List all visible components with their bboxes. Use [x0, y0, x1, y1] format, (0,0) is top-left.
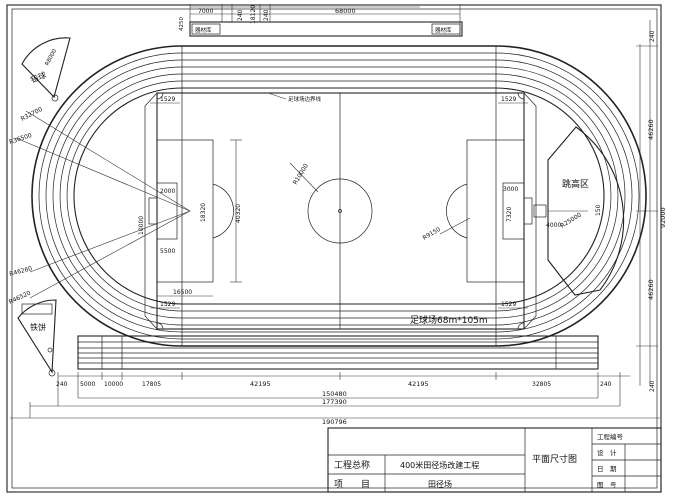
bottom-240-right: 240: [600, 381, 612, 388]
discus-label: 铁饼: [30, 322, 46, 332]
row-check-label: 日 期: [597, 465, 617, 473]
shot-put-sector: 铅球 R8000: [21, 37, 71, 102]
top-dimension-group: 7000 240 18120 240 68000 4250: [179, 4, 461, 36]
sheet-inner-border: [11, 8, 658, 489]
title-block: 工程总称 400米田径场改建工程 项 目 田径场 平面尺寸图 工程编号 设 计 …: [327, 427, 662, 493]
project-name-value: 400米田径场改建工程: [400, 460, 479, 470]
dim-16500-label: 16500: [173, 289, 192, 296]
top-building: 器材库 器材库: [189, 21, 463, 37]
dim-r46260-label: R46260: [9, 265, 33, 278]
dim-7320-label: 7320: [506, 207, 513, 222]
bottom-dimension-group: 240 5000 10000 17805 42195 42195 32805 2…: [10, 372, 660, 426]
bottom-150480: 150480: [322, 390, 347, 398]
right-penalty-dimensions: 3000 7320 4000 R9150: [422, 186, 562, 242]
dim-68000-label: 68000: [335, 7, 356, 15]
bottom-10000: 10000: [104, 381, 123, 388]
high-jump-label: 跳高区: [562, 178, 589, 190]
bottom-177390: 177390: [322, 398, 347, 406]
dim-150-label: 150: [595, 204, 602, 216]
right-dimension-group: 240 46260 92000 46260 240: [636, 20, 667, 392]
shot-put-dim-label: R8000: [44, 48, 58, 67]
project-name-label: 工程总称: [334, 459, 370, 471]
dim-2000-label: 2000: [160, 188, 175, 195]
drawing-no-label: 工程编号: [597, 432, 624, 441]
bottom-building: [21, 303, 53, 315]
corner-1529-tl: 1529: [160, 96, 175, 103]
shot-put-label: 铅球: [29, 70, 48, 85]
dim-240b-label: 240: [263, 9, 270, 21]
field-labels: 足球场边界线 足球场68m*105m R10000: [267, 92, 488, 326]
top-building-label-left: 器材库: [195, 26, 212, 34]
top-building-label-right: 器材库: [435, 26, 452, 34]
dim-r46520-label: R46520: [8, 290, 32, 306]
row-sheet-label: 图 号: [597, 481, 617, 489]
drawing-name: 平面尺寸图: [532, 453, 577, 465]
discus-sector: 铁饼: [17, 299, 57, 377]
dim-18320-label: 18320: [200, 203, 207, 222]
dim-r32700-label: R32700: [20, 106, 44, 123]
bottom-32805: 32805: [532, 381, 551, 388]
football-field: [144, 92, 537, 330]
straightaway-lanes: [77, 335, 599, 370]
boundary-line-label: 足球场边界线: [288, 95, 322, 103]
right-46260-b: 46260: [647, 279, 655, 300]
corner-1529-tr: 1529: [501, 96, 516, 103]
high-jump-zone: 跳高区 R25000 150: [547, 126, 625, 296]
dim-r25000-label: R25000: [559, 211, 583, 229]
right-46260-a: 46260: [647, 119, 655, 140]
dim-4250-label: 4250: [179, 17, 185, 31]
dim-5500-label: 5500: [160, 248, 175, 255]
bottom-17805: 17805: [142, 381, 161, 388]
football-field-label: 足球场68m*105m: [410, 314, 488, 326]
bottom-240-left: 240: [56, 381, 68, 388]
dim-10000-label: 10000: [138, 216, 145, 235]
right-240-bot: 240: [649, 380, 656, 392]
row-design-label: 设 计: [597, 448, 617, 457]
dim-7000-label: 7000: [198, 8, 213, 15]
item-label: 项 目: [334, 479, 370, 490]
bottom-5000: 5000: [80, 381, 95, 388]
dim-3000-label: 3000: [503, 186, 518, 193]
dim-18120-label: 18120: [250, 5, 257, 24]
item-value: 田径场: [428, 479, 452, 489]
corner-1529-br: 1529: [501, 301, 516, 308]
bottom-42195-b: 42195: [408, 380, 429, 388]
corner-dimensions: 1529 1529 1529 1529: [150, 96, 528, 309]
right-92000: 92000: [659, 207, 667, 228]
running-track: [31, 45, 647, 347]
bottom-190796: 190796: [322, 418, 347, 426]
left-penalty-dimensions: 40320 18320 2000 10000 5500 16500: [138, 139, 242, 297]
bottom-42195-a: 42195: [250, 380, 271, 388]
right-240-top: 240: [649, 30, 656, 42]
dim-4000-label: 4000: [546, 222, 561, 229]
corner-1529-bl: 1529: [160, 301, 175, 308]
dim-240-label: 240: [237, 9, 244, 21]
dim-r9150-label: R9150: [422, 226, 442, 242]
dim-40320-label: 40320: [235, 204, 242, 223]
